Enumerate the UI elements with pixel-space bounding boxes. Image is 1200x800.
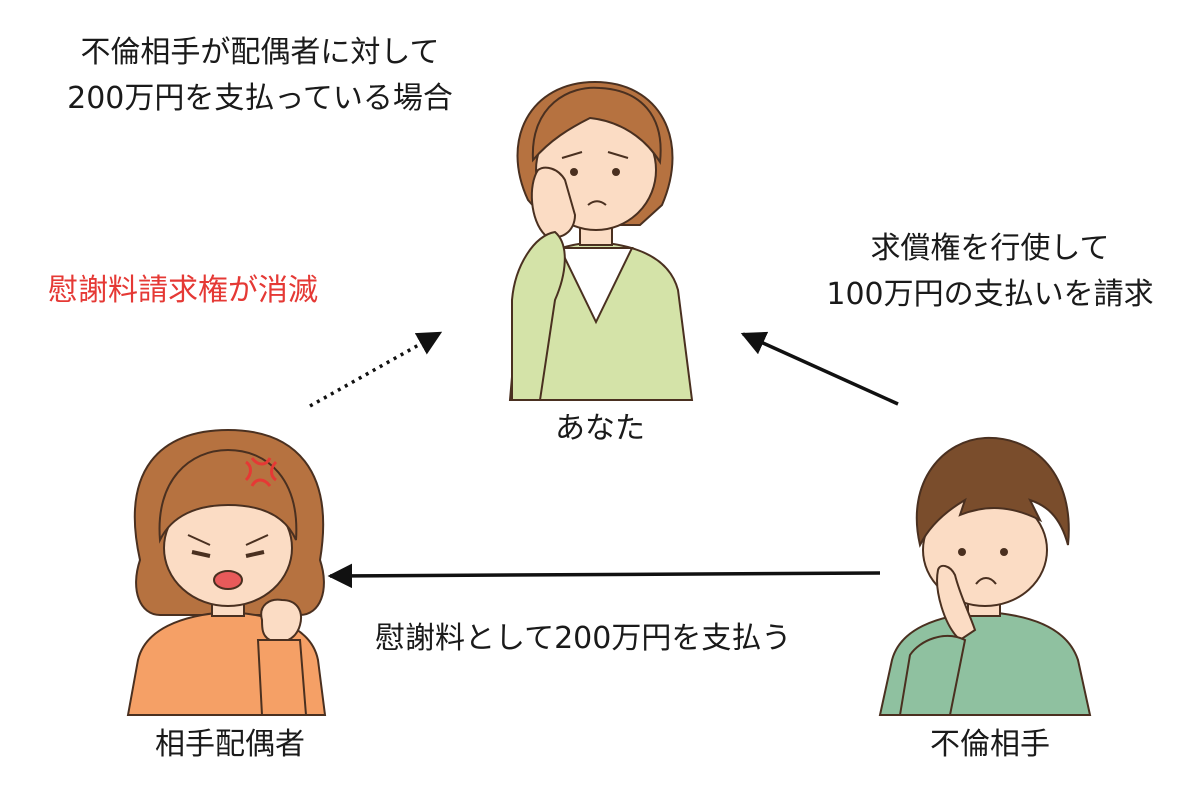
spouse-brow-right — [245, 534, 269, 546]
spouse-hair-bangs — [158, 448, 298, 544]
troubled-man-illustration — [878, 436, 1092, 716]
claim-extinguished-label: 慰謝料請求権が消滅 — [48, 273, 318, 308]
you-hand — [530, 166, 577, 239]
you-brow-left — [561, 151, 583, 159]
spouse-eye-right — [245, 550, 265, 558]
partner-hair — [915, 436, 1070, 548]
spouse-mouth — [213, 570, 243, 590]
reimbursement-line-2: 100万円の支払いを請求 — [826, 277, 1154, 312]
arrow-claim-extinguished — [309, 331, 443, 408]
you-collar — [558, 247, 634, 325]
scenario-line-1: 不倫相手が配偶者に対して — [80, 35, 440, 70]
spouse-arm — [256, 639, 308, 716]
payment-label: 慰謝料として200万円を支払う — [375, 621, 792, 656]
partner-hand — [936, 564, 977, 642]
arrow-reimbursement-claim — [740, 331, 899, 406]
you-brow-right — [607, 151, 629, 159]
node-label-spouse: 相手配偶者 — [155, 727, 305, 762]
scenario-line-2: 200万円を支払っている場合 — [67, 81, 453, 116]
spouse-brow-left — [187, 534, 211, 546]
angry-woman-illustration — [126, 428, 327, 716]
arrow-payment — [327, 563, 881, 589]
node-label-partner: 不倫相手 — [930, 727, 1050, 762]
partner-eye-left — [958, 548, 966, 556]
worried-woman-illustration — [508, 80, 694, 401]
partner-eye-right — [1000, 548, 1008, 556]
partner-arm — [898, 635, 967, 716]
spouse-eye-left — [191, 550, 211, 558]
you-mouth — [587, 200, 607, 206]
scenario-caption: 不倫相手が配偶者に対して 200万円を支払っている場合 — [30, 30, 490, 122]
partner-mouth — [975, 577, 997, 585]
spouse-fist — [260, 598, 302, 643]
anger-mark-icon — [244, 457, 278, 487]
you-eye-right — [612, 168, 620, 176]
you-eye-left — [570, 168, 578, 176]
you-hair-bangs — [531, 86, 662, 165]
reimbursement-line-1: 求償権を行使して — [870, 231, 1110, 266]
you-forearm — [511, 230, 566, 401]
reimbursement-caption: 求償権を行使して 100万円の支払いを請求 — [790, 226, 1190, 318]
node-label-you: あなた — [555, 411, 645, 446]
